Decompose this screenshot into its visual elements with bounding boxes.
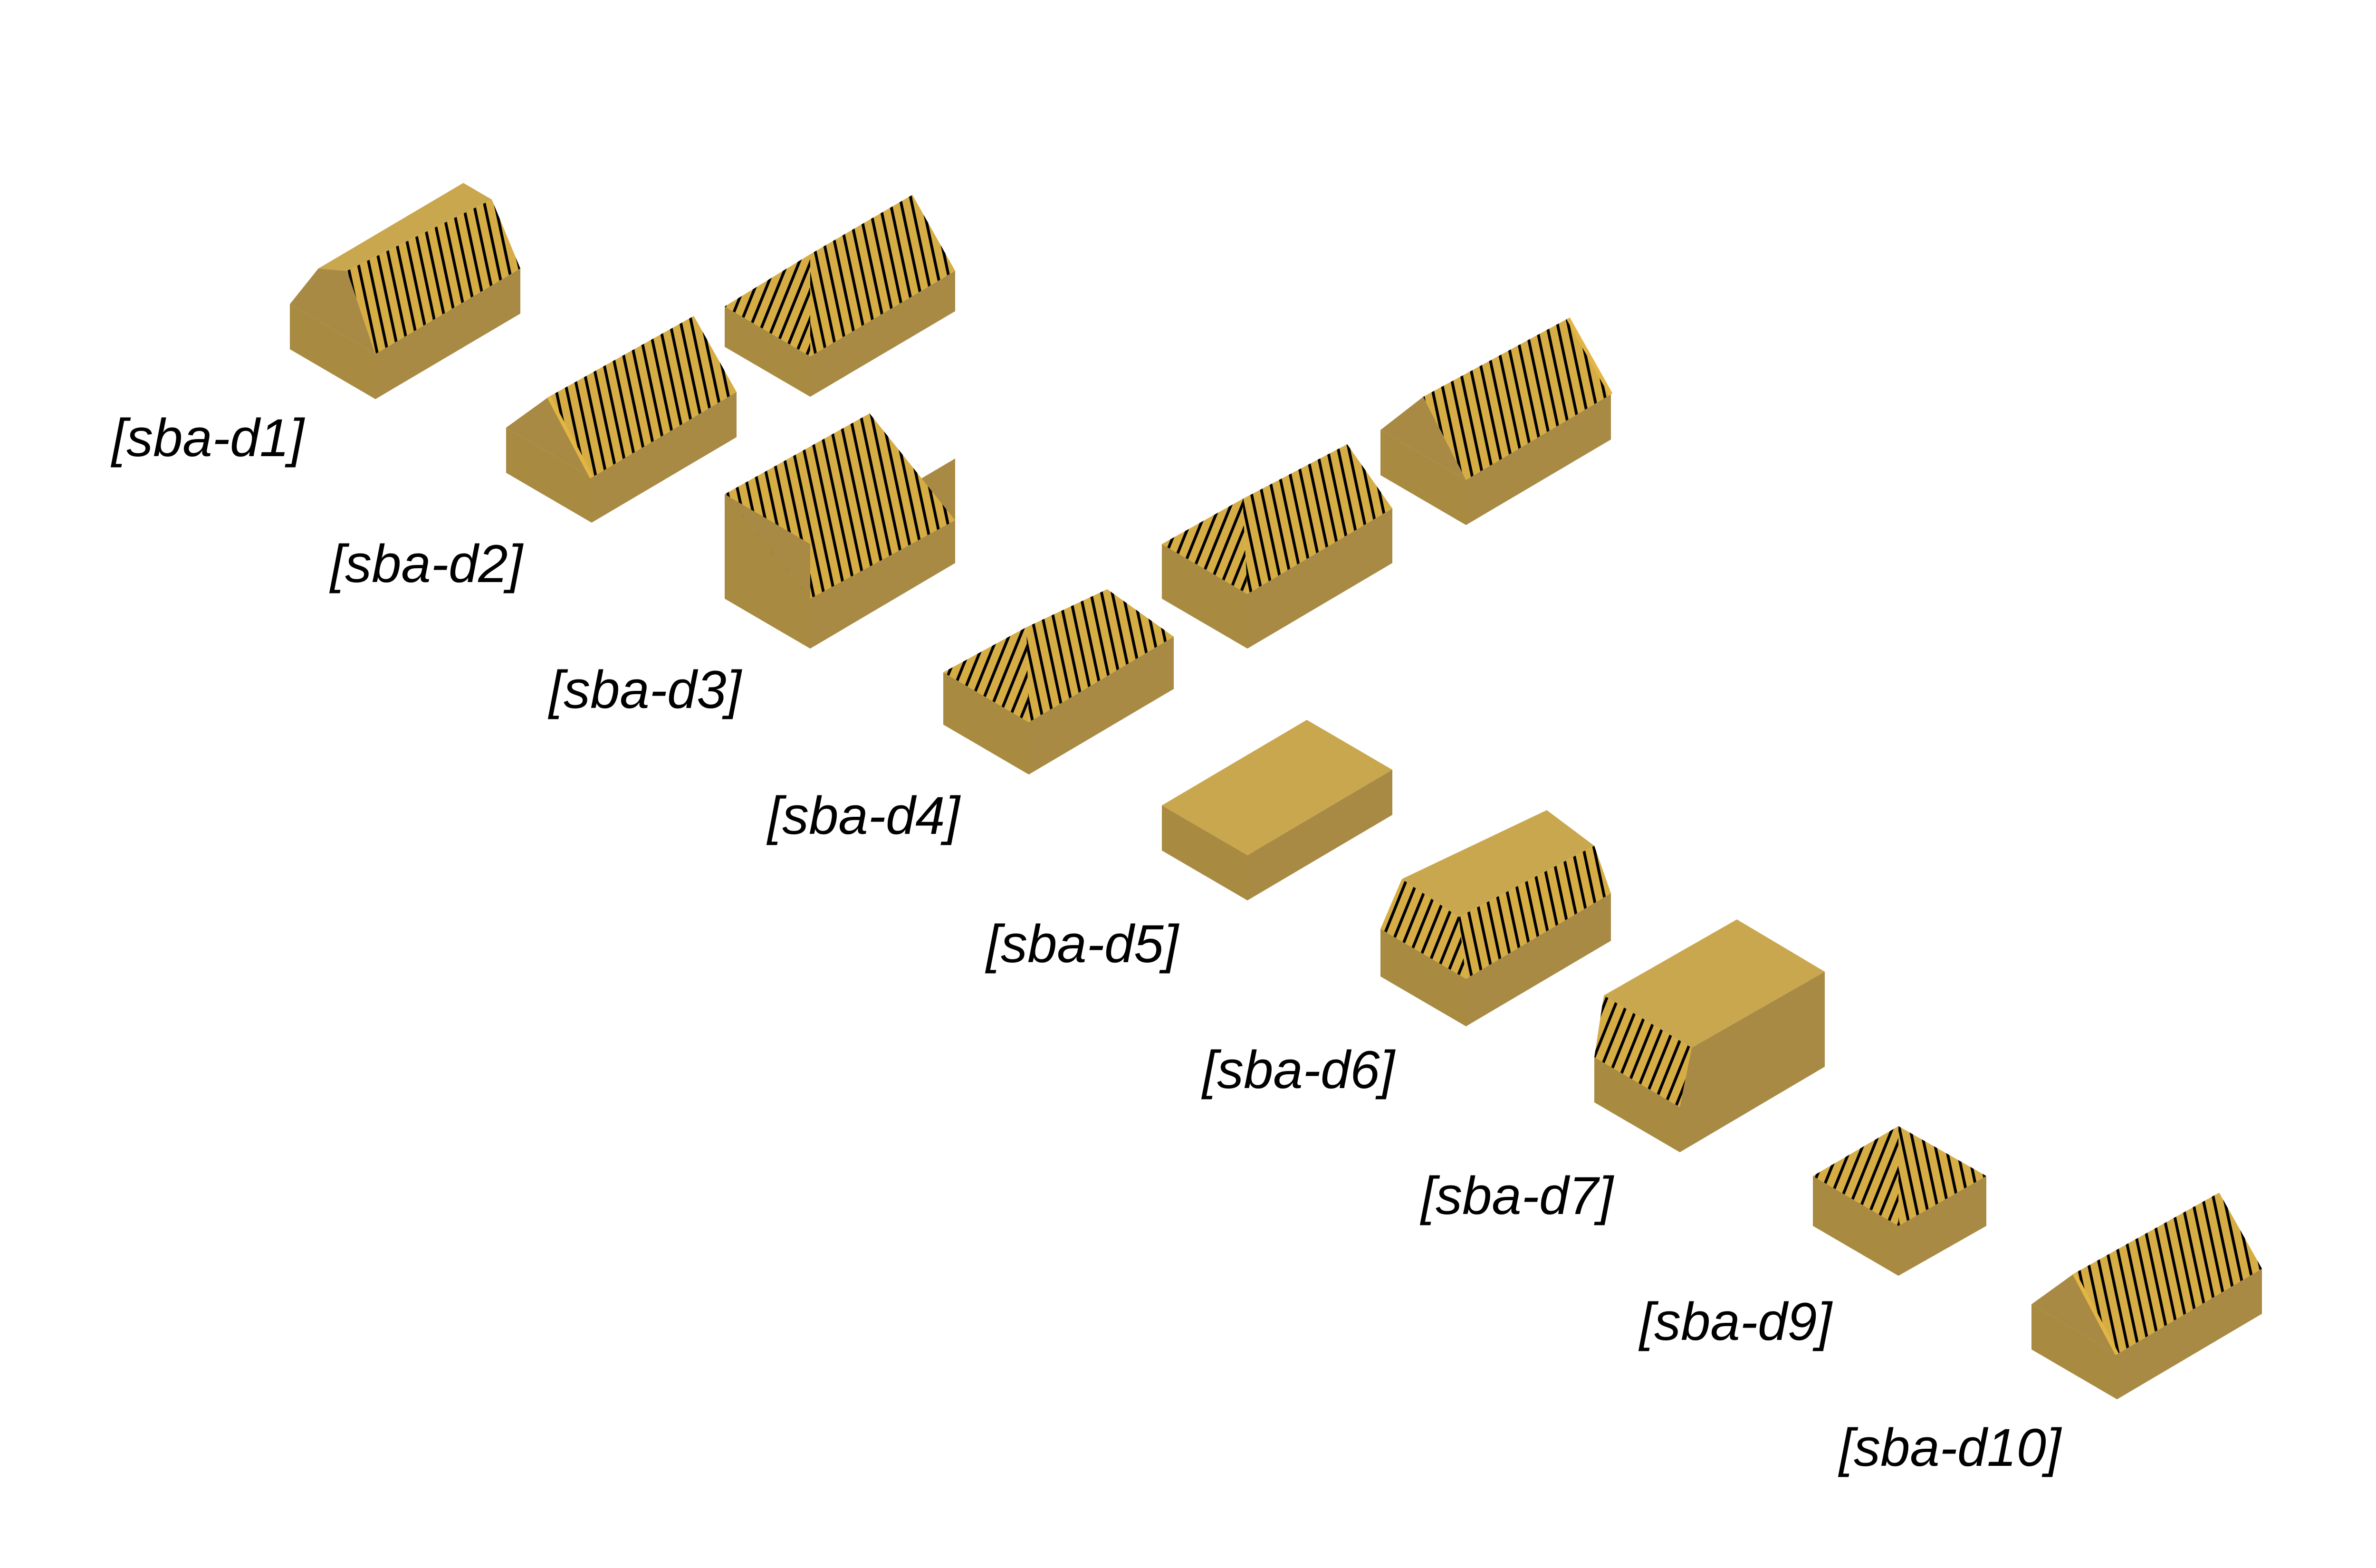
hatched-left [1380, 879, 1466, 979]
building-sba-d3 [725, 413, 955, 649]
gable-end [725, 494, 810, 599]
label-sba-d1: [sba-d1] [110, 408, 306, 468]
wall-right [1898, 1176, 1986, 1276]
building-sba-d9 [1813, 1126, 1986, 1276]
gable-end [290, 268, 375, 354]
wall-right [1247, 508, 1392, 649]
label-sba-d10: [sba-d10] [1838, 1418, 2062, 1477]
wall-left [943, 672, 1029, 774]
wall-right [1466, 394, 1611, 525]
label-sba-d9: [sba-d9] [1638, 1292, 1833, 1351]
wall-right [375, 268, 520, 399]
hatched-slope [810, 195, 955, 356]
hatched-slope [347, 200, 520, 354]
gable-end [506, 397, 592, 478]
hatched-hip [1162, 499, 1247, 594]
hatched-hip [943, 627, 1029, 722]
building-sba-d1 [290, 183, 520, 399]
wall-left [1162, 805, 1247, 900]
hatched-edge [1594, 995, 1692, 1107]
roof-top [1604, 919, 1825, 1048]
label-sba-d5: [sba-d5] [985, 914, 1180, 974]
wall-right [1466, 893, 1611, 1026]
label-sba-d7: [sba-d7] [1419, 1166, 1615, 1225]
hatched-left [1813, 1126, 1898, 1226]
building-sba-d4 [943, 589, 1174, 774]
hatched-slope [549, 316, 737, 478]
label-sba-d6: [sba-d6] [1201, 1040, 1396, 1100]
wall-right [1029, 637, 1174, 774]
wall-right [1247, 770, 1392, 900]
roof-top [1402, 810, 1594, 917]
building-sba-d10 [2031, 1193, 2262, 1399]
hatched-right [1898, 1126, 1986, 1226]
wall-left [725, 306, 810, 397]
wall-right [1680, 972, 1825, 1152]
building-hip-mid [1162, 444, 1392, 649]
wall-left [1380, 929, 1466, 1026]
building-hip-top [725, 195, 955, 397]
wall-left [290, 304, 375, 399]
building-sba-d5 [1162, 720, 1392, 900]
label-sba-d4: [sba-d4] [766, 786, 961, 845]
hatched-front [1459, 846, 1611, 979]
ridge-highlight [547, 396, 594, 478]
roof-slope [318, 183, 492, 271]
wall-left [1162, 544, 1247, 649]
ridge-highlight [2072, 1272, 2119, 1355]
gable-end [2031, 1273, 2117, 1354]
hatched-slope [2074, 1193, 2262, 1354]
roof-top [1162, 720, 1392, 855]
hatched-hip [725, 254, 810, 356]
label-sba-d2: [sba-d2] [329, 534, 524, 593]
gable-end [1380, 397, 1466, 480]
hatched-slope [1026, 589, 1174, 722]
wall-left [506, 428, 592, 523]
wall-left [1594, 1057, 1680, 1152]
wall-left [1813, 1176, 1898, 1276]
building-sba-d2 [506, 316, 737, 523]
ridge-highlight [1566, 317, 1613, 395]
building-gable-top-right [1380, 317, 1613, 525]
wall-left [2031, 1304, 2117, 1399]
wall-right [2117, 1269, 2262, 1399]
hatched-slope [1243, 444, 1392, 594]
building-sba-d7 [1594, 919, 1825, 1152]
wall-right [810, 271, 955, 397]
label-sba-d3: [sba-d3] [547, 660, 743, 719]
hatched-slope [1423, 318, 1611, 480]
building-sba-d6 [1380, 810, 1611, 1026]
wall-left [1380, 430, 1466, 525]
wall-right [592, 392, 737, 523]
